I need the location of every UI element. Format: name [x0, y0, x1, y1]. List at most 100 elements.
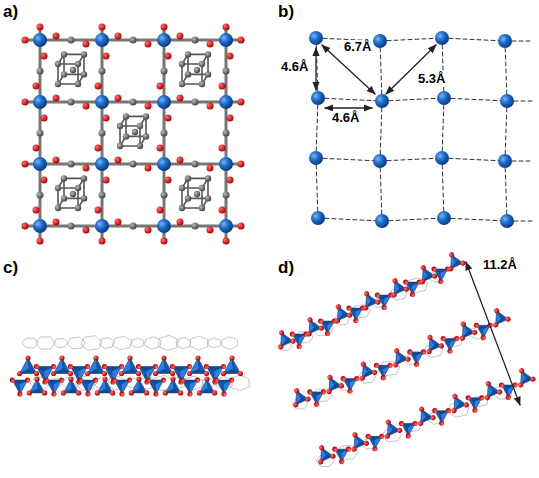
metal-atom	[219, 219, 233, 233]
panel-letter: a)	[3, 2, 18, 22]
cage-atom	[199, 185, 205, 191]
cage-atom	[179, 61, 185, 67]
oxygen-atom	[214, 377, 219, 382]
oxygen-atom	[42, 390, 47, 395]
metal-atom	[435, 31, 449, 45]
distance-label: 5.3Å	[416, 72, 447, 87]
tetrahedron	[431, 267, 450, 285]
oxygen-atom	[366, 434, 371, 439]
oxygen-atom	[391, 277, 398, 284]
cage-atom	[199, 61, 205, 67]
cage-atom	[61, 71, 67, 77]
tetrahedron-face	[88, 369, 105, 374]
cage-atom	[185, 195, 191, 201]
oxygen-atom	[307, 389, 312, 394]
oxygen-atom	[382, 305, 387, 310]
oxygen-atom	[392, 361, 399, 368]
oxygen-atom	[432, 408, 437, 413]
oxygen-atom	[99, 24, 106, 31]
cage-atom	[117, 123, 123, 129]
oxygen-atom	[195, 377, 200, 382]
cage-atom	[61, 175, 67, 181]
oxygen-atom	[306, 316, 313, 323]
cage-atom	[70, 67, 76, 73]
oxygen-atom	[326, 388, 333, 395]
oxygen-atom	[430, 414, 437, 421]
oxygen-atom	[204, 371, 209, 376]
cage-atom	[185, 71, 191, 77]
oxygen-atom	[332, 447, 337, 452]
oxygen-atom	[41, 53, 48, 60]
carbon-atom	[99, 68, 106, 75]
metal-atom	[33, 33, 47, 47]
tetrahedron	[354, 358, 378, 382]
cage-atom	[185, 175, 191, 181]
oxygen-atom	[165, 177, 172, 184]
tetrahedron	[329, 300, 353, 324]
oxygen-atom	[351, 431, 358, 438]
dashed-contact	[382, 218, 444, 221]
tetrahedron	[300, 313, 324, 337]
panel-a-framework	[22, 24, 245, 245]
carbon-atom	[37, 192, 44, 199]
panel-c-layer	[10, 335, 250, 396]
metal-atom	[219, 95, 233, 109]
carbon-atom	[68, 161, 75, 168]
oxygen-atom	[146, 377, 151, 382]
oxygen-atom	[360, 361, 367, 368]
carbon-atom	[130, 223, 137, 230]
tetrahedron	[445, 390, 469, 414]
tetrahedron	[387, 344, 411, 368]
oxygen-atom	[439, 420, 444, 425]
dashed-contact	[318, 98, 382, 101]
oxygen-atom	[37, 24, 44, 31]
dimension-arrow	[325, 107, 372, 108]
tetrahedron	[119, 355, 141, 376]
metal-atom	[437, 91, 451, 105]
dashed-contact	[380, 161, 382, 221]
oxygen-atom	[187, 391, 192, 396]
ligand-wire	[190, 336, 207, 350]
oxygen-atom	[227, 115, 234, 122]
tetrahedron-face	[207, 367, 224, 372]
cage-atom	[179, 205, 185, 211]
carbon-atom	[37, 130, 44, 137]
oxygen-atom	[144, 390, 149, 395]
oxygen-atom	[396, 427, 403, 434]
oxygen-atom	[83, 227, 90, 234]
oxygen-atom	[353, 318, 358, 323]
oxygen-atom	[145, 103, 152, 110]
metal-atom	[95, 219, 109, 233]
oxygen-atom	[99, 238, 106, 245]
oxygen-atom	[110, 390, 115, 395]
tetrahedron-face	[139, 367, 156, 372]
ligand-wire	[176, 337, 190, 348]
tetrahedron	[441, 336, 460, 354]
dashed-contact	[442, 38, 505, 41]
tetrahedron	[357, 287, 381, 311]
dashed-contact	[505, 101, 507, 161]
oxygen-atom	[83, 165, 90, 172]
dashed-contact	[316, 158, 380, 161]
oxygen-atom	[354, 376, 359, 381]
oxygen-atom	[37, 238, 44, 245]
oxygen-atom	[165, 53, 172, 60]
metal-atom	[95, 95, 109, 109]
oxygen-atom	[129, 390, 134, 395]
oxygen-atom	[277, 343, 284, 350]
oxygen-atom	[51, 391, 56, 396]
ligand-wire	[158, 335, 178, 350]
tetrahedron	[374, 363, 393, 381]
tetrahedron	[385, 274, 409, 298]
tetrahedron	[341, 376, 360, 394]
oxygen-atom	[115, 157, 122, 164]
ligand-wire	[81, 336, 103, 351]
dashed-contact	[316, 38, 318, 98]
metal-atom	[219, 157, 233, 171]
metal-atom	[375, 94, 389, 108]
carbon-atom	[223, 68, 230, 75]
oxygen-atom	[127, 355, 132, 360]
cage-atom	[185, 51, 191, 57]
